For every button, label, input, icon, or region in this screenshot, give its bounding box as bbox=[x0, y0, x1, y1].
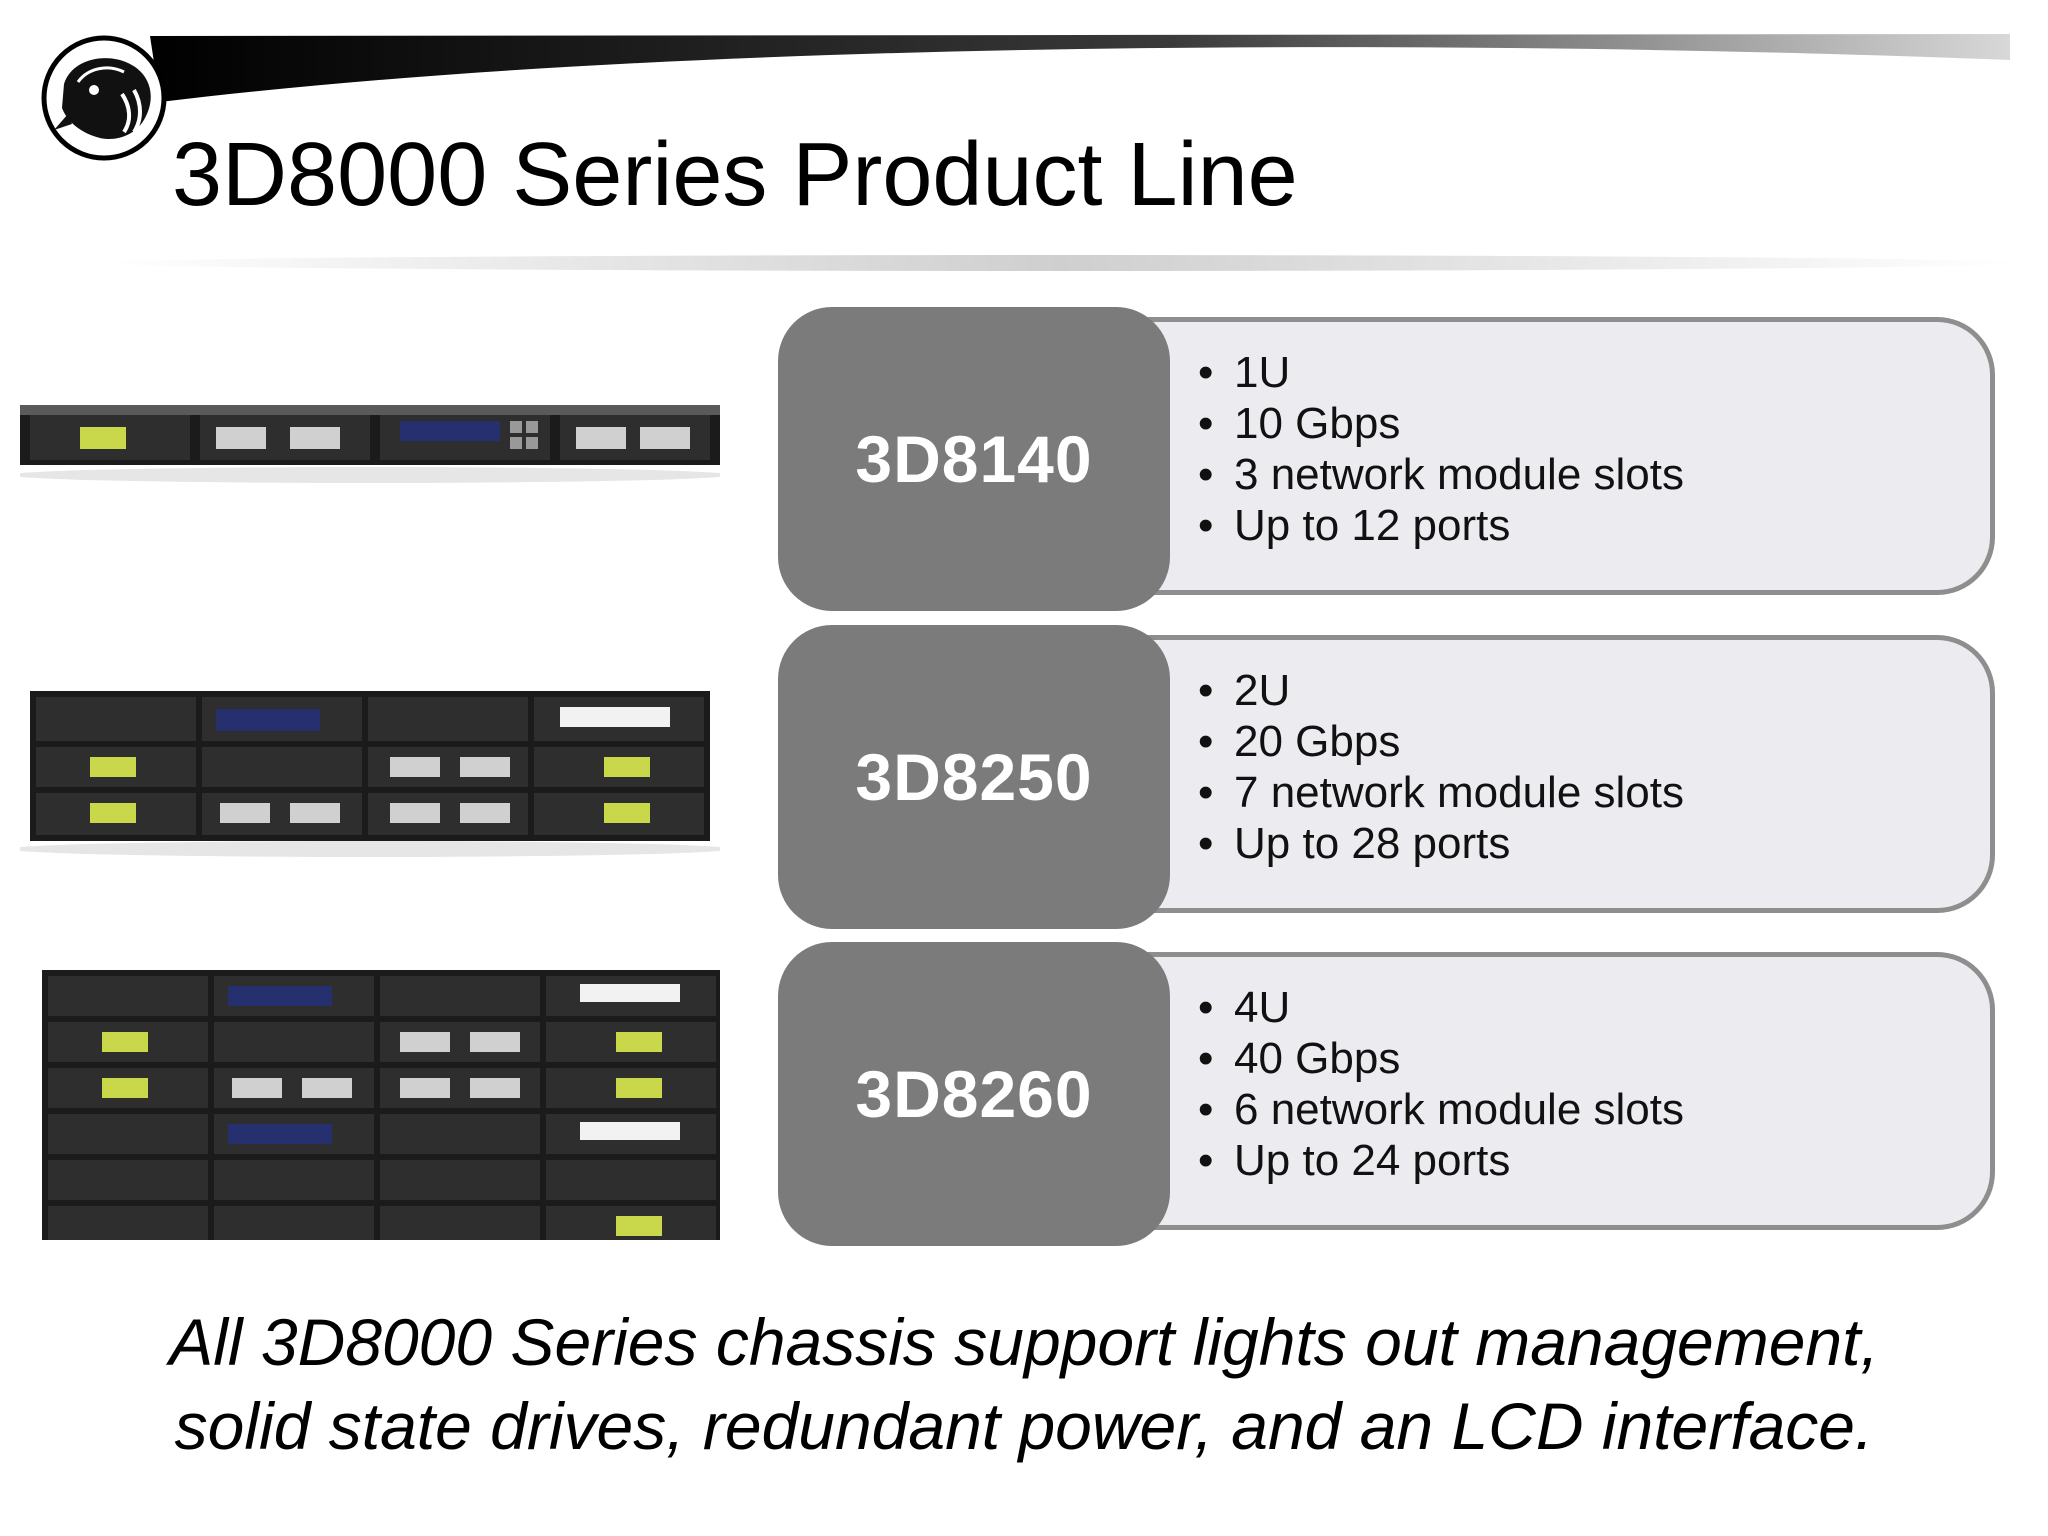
header-swoosh bbox=[150, 34, 2010, 102]
model-name: 3D8250 bbox=[855, 740, 1093, 814]
product-row-3d8140: 1U 10 Gbps 3 network module slots Up to … bbox=[0, 305, 2048, 615]
spec-item: 1U bbox=[1198, 347, 1684, 398]
1u-appliance-icon bbox=[20, 405, 720, 483]
spec-item: 2U bbox=[1198, 665, 1684, 716]
model-badge: 3D8140 bbox=[778, 307, 1170, 611]
title-underline bbox=[100, 255, 2020, 271]
spec-item: 3 network module slots bbox=[1198, 449, 1684, 500]
4u-appliance-icon bbox=[42, 970, 720, 1240]
specs-list: 2U 20 Gbps 7 network module slots Up to … bbox=[1198, 665, 1684, 869]
specs-list: 4U 40 Gbps 6 network module slots Up to … bbox=[1198, 982, 1684, 1186]
spec-item: 7 network module slots bbox=[1198, 767, 1684, 818]
spec-item: 10 Gbps bbox=[1198, 398, 1684, 449]
spec-item: Up to 24 ports bbox=[1198, 1135, 1684, 1186]
footer-note: All 3D8000 Series chassis support lights… bbox=[0, 1300, 2048, 1468]
model-badge: 3D8260 bbox=[778, 942, 1170, 1246]
spec-item: Up to 12 ports bbox=[1198, 500, 1684, 551]
specs-list: 1U 10 Gbps 3 network module slots Up to … bbox=[1198, 347, 1684, 551]
model-badge: 3D8250 bbox=[778, 625, 1170, 929]
model-name: 3D8140 bbox=[855, 422, 1093, 496]
slide-title: 3D8000 Series Product Line bbox=[172, 125, 1298, 225]
spec-item: 6 network module slots bbox=[1198, 1084, 1684, 1135]
spec-item: 40 Gbps bbox=[1198, 1033, 1684, 1084]
boar-head-logo-icon bbox=[38, 34, 174, 162]
spec-item: Up to 28 ports bbox=[1198, 818, 1684, 869]
product-row-3d8260: 4U 40 Gbps 6 network module slots Up to … bbox=[0, 940, 2048, 1250]
footer-line-2: solid state drives, redundant power, and… bbox=[174, 1389, 1874, 1463]
model-name: 3D8260 bbox=[855, 1057, 1093, 1131]
product-row-3d8250: 2U 20 Gbps 7 network module slots Up to … bbox=[0, 623, 2048, 933]
spec-item: 20 Gbps bbox=[1198, 716, 1684, 767]
2u-appliance-icon bbox=[20, 691, 720, 857]
spec-item: 4U bbox=[1198, 982, 1684, 1033]
footer-line-1: All 3D8000 Series chassis support lights… bbox=[169, 1305, 1879, 1379]
